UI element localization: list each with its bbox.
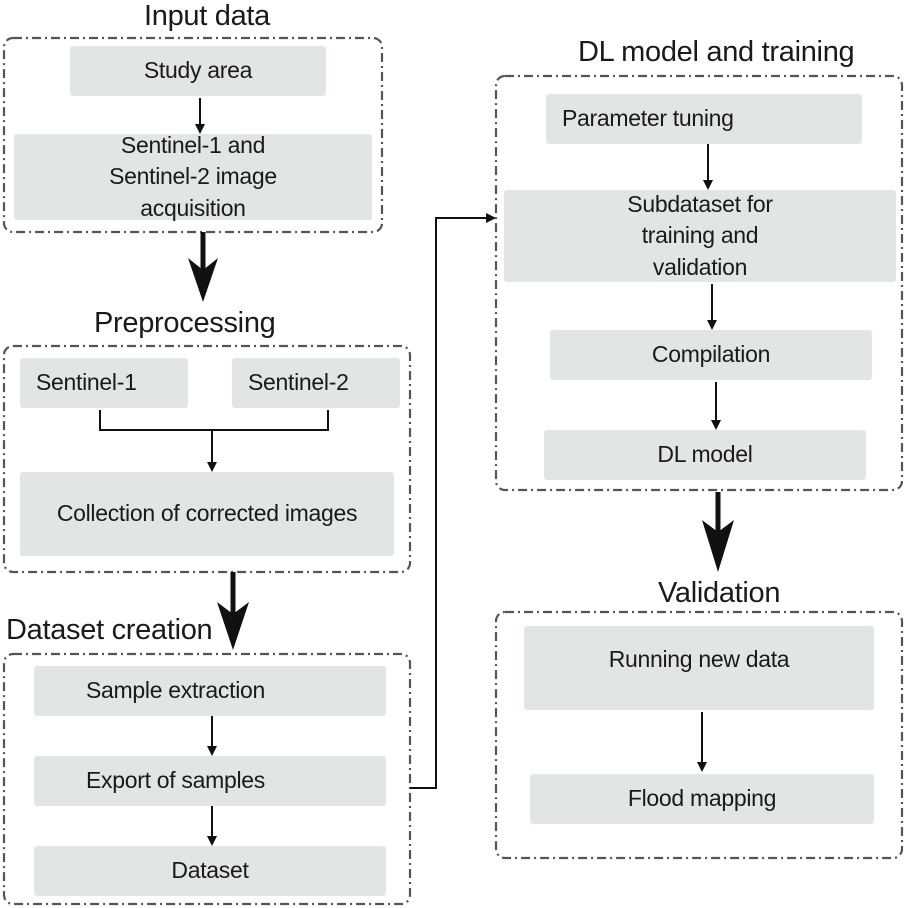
big-arrow-dl-model-to-validation bbox=[702, 492, 734, 572]
merge-line-sentinel bbox=[99, 410, 329, 431]
step-label: Study area bbox=[143, 57, 253, 84]
group-border-dataset bbox=[2, 652, 412, 906]
step-label: Compilation bbox=[651, 341, 771, 368]
step-study-area: Study area bbox=[70, 46, 326, 96]
step-dataset: Dataset bbox=[34, 846, 386, 896]
step-label: DL model bbox=[657, 441, 753, 468]
arrow-dataset-to-dl-model bbox=[410, 213, 496, 789]
step-sample-extraction: Sample extraction bbox=[34, 666, 386, 716]
step-label: Sentinel-1 and Sentinel-2 image acquisit… bbox=[109, 132, 277, 221]
step-label: Dataset bbox=[171, 857, 249, 884]
step-compilation: Compilation bbox=[550, 330, 872, 380]
step-label: Collection of corrected images bbox=[56, 500, 358, 527]
step-label: Export of samples bbox=[86, 767, 265, 794]
step-label: Running new data bbox=[608, 646, 790, 672]
big-arrow-input-to-preprocessing bbox=[188, 232, 218, 302]
section-title-dl-model: DL model and training bbox=[578, 36, 855, 68]
section-title-preprocessing: Preprocessing bbox=[94, 307, 276, 339]
step-label: Flood mapping bbox=[627, 785, 777, 812]
step-label: Sample extraction bbox=[86, 677, 265, 704]
source-sentinel-1: Sentinel-1 bbox=[20, 358, 188, 408]
section-title-validation: Validation bbox=[658, 577, 781, 609]
group-border-dl-model bbox=[494, 74, 904, 492]
step-image-acquisition: Sentinel-1 and Sentinel-2 image acquisit… bbox=[14, 132, 372, 221]
step-corrected-images: Collection of corrected images bbox=[20, 472, 394, 556]
group-border-validation bbox=[494, 610, 904, 860]
big-arrow-preprocessing-to-dataset bbox=[217, 572, 249, 650]
step-label: Subdataset for training and validation bbox=[627, 191, 773, 280]
step-dl-model: DL model bbox=[544, 430, 866, 480]
step-parameter-tuning: Parameter tuning bbox=[546, 94, 862, 144]
section-title-input: Input data bbox=[144, 0, 270, 32]
step-subdataset: Subdataset for training and validation bbox=[504, 190, 896, 282]
section-title-dataset: Dataset creation bbox=[6, 614, 213, 646]
step-running-new-data: Running new data bbox=[524, 626, 874, 710]
source-sentinel-2: Sentinel-2 bbox=[232, 358, 400, 408]
source-label: Sentinel-2 bbox=[248, 369, 349, 396]
group-border-input bbox=[2, 36, 384, 234]
step-label: Parameter tuning bbox=[562, 105, 734, 132]
source-label: Sentinel-1 bbox=[36, 369, 137, 396]
step-flood-mapping: Flood mapping bbox=[530, 774, 874, 824]
step-export-samples: Export of samples bbox=[34, 756, 386, 806]
group-border-preprocessing bbox=[2, 344, 412, 574]
